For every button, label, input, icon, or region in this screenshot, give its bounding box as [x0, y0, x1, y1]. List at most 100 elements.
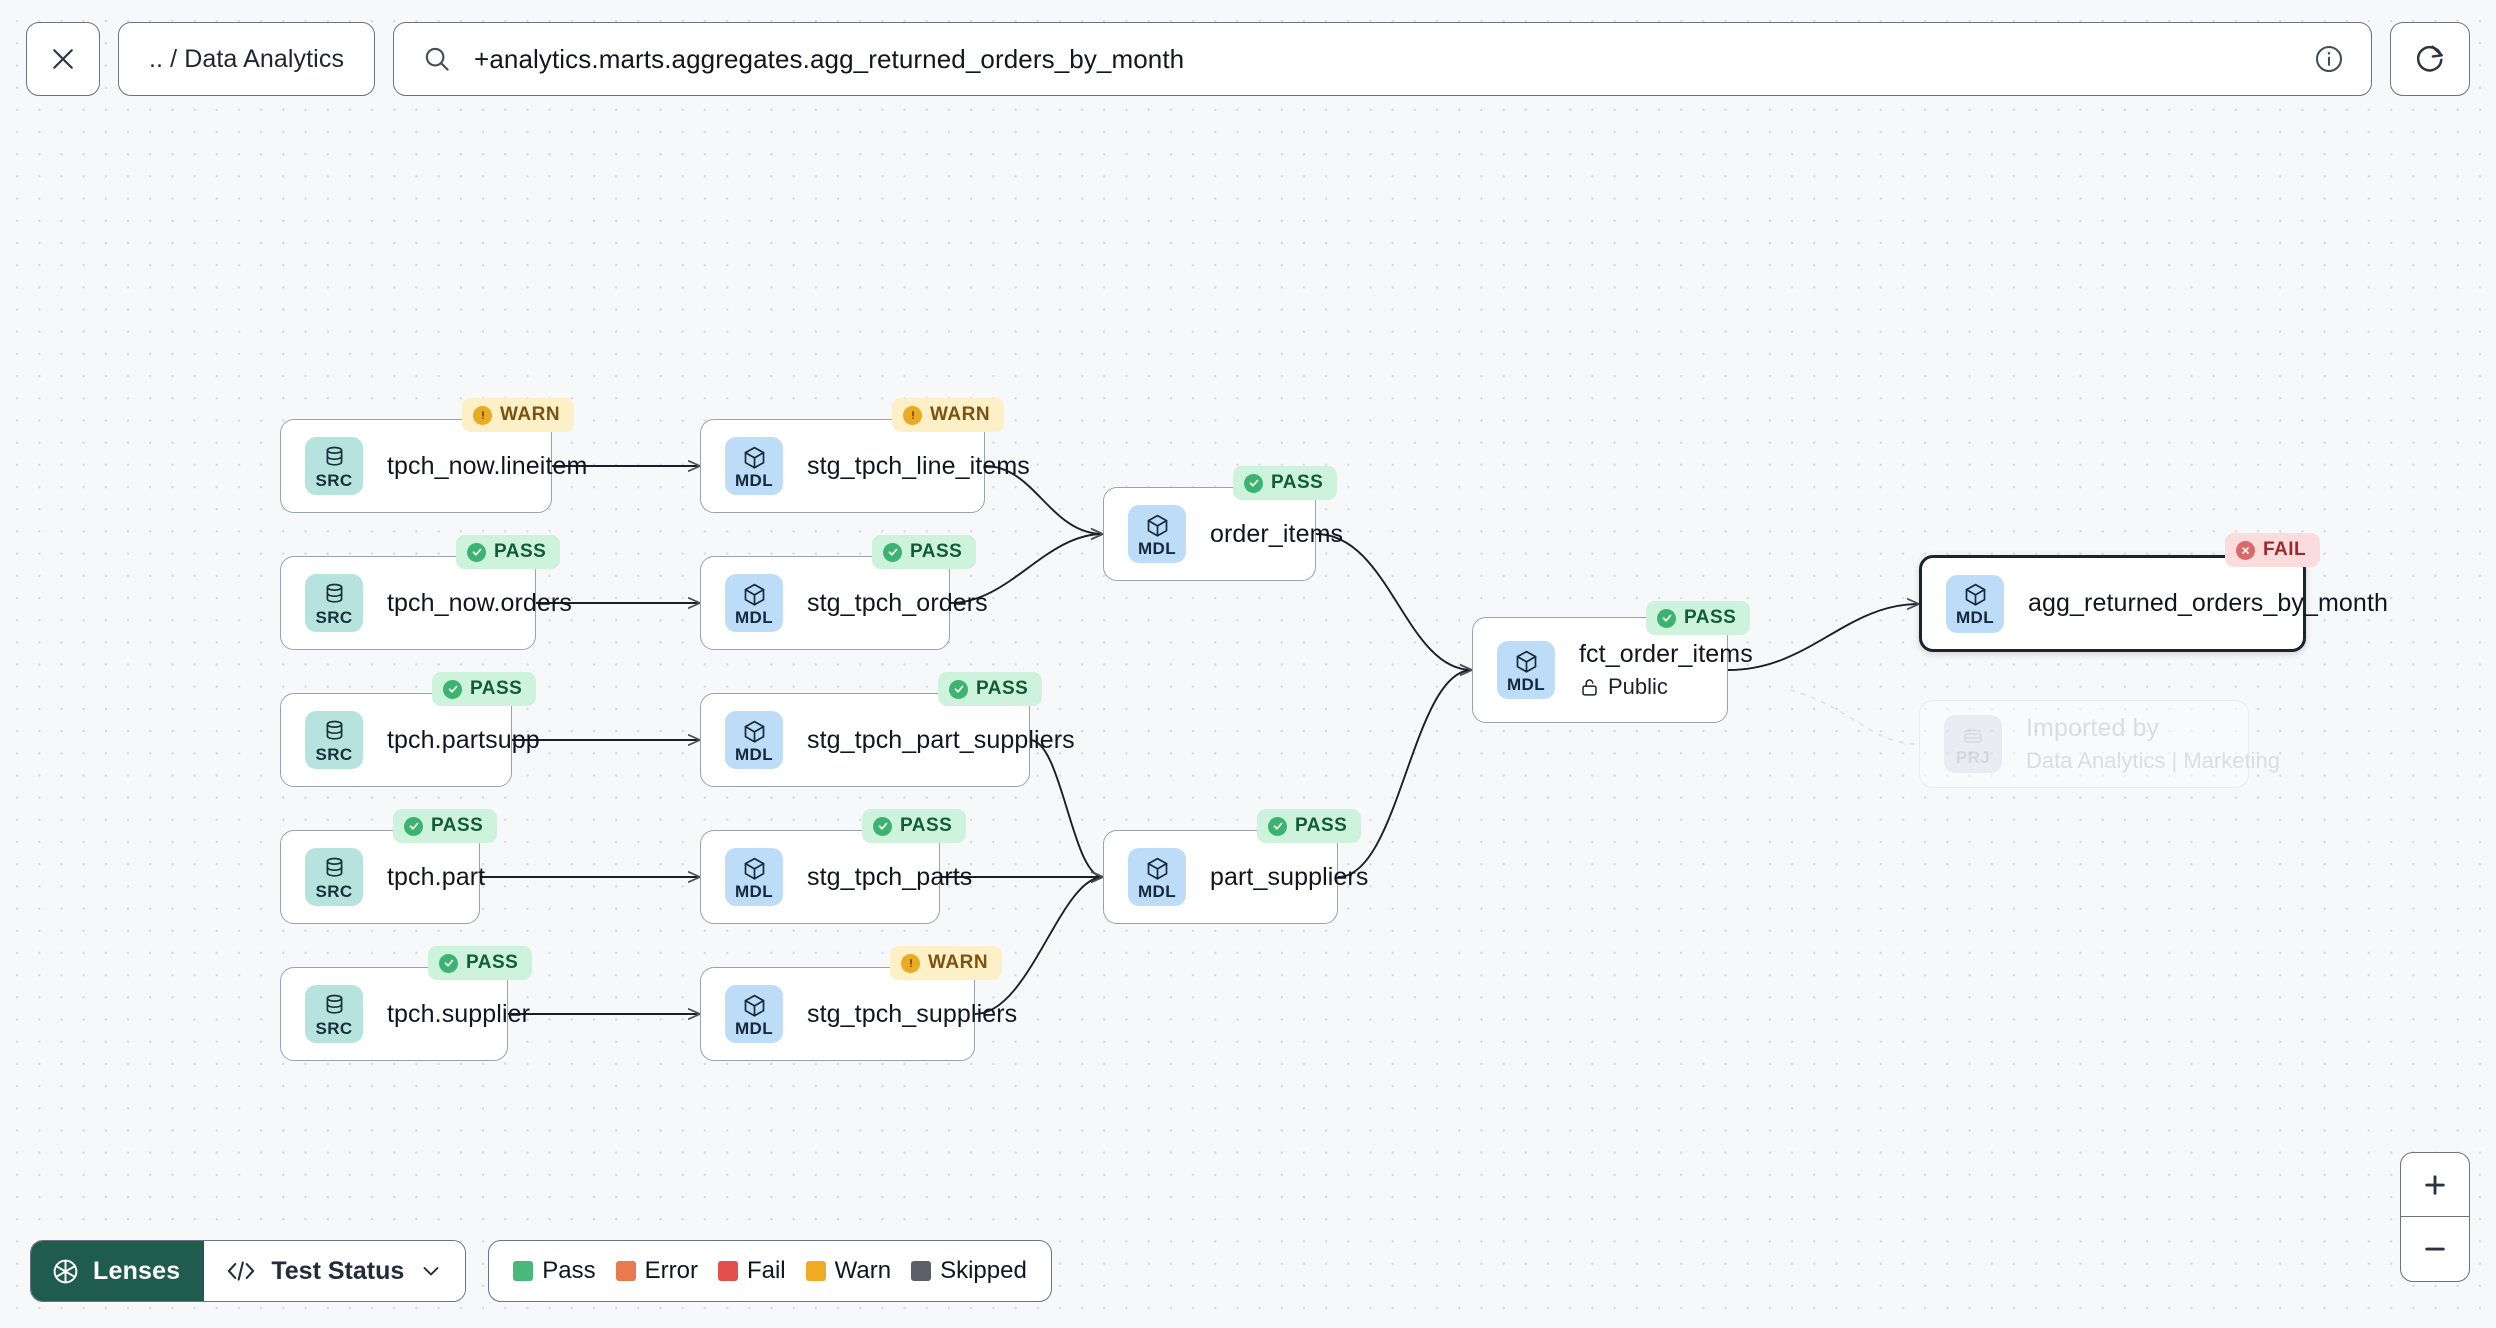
status-badge-label: PASS	[1684, 607, 1737, 628]
node-type-badge-mdl: MDL	[725, 574, 783, 632]
unlock-icon	[1582, 678, 1597, 696]
test-status-label: Test Status	[271, 1256, 405, 1285]
status-badge-label: WARN	[928, 952, 989, 973]
legend-label: Error	[644, 1257, 698, 1284]
legend-item-error[interactable]: Error	[615, 1257, 698, 1285]
status-badge-stg_tpch_parts: PASS	[862, 809, 967, 843]
legend-item-pass[interactable]: Pass	[513, 1257, 596, 1285]
test-status-button[interactable]: Test Status	[204, 1241, 466, 1301]
status-badge-label: PASS	[466, 952, 519, 973]
status-badge-label: PASS	[976, 678, 1029, 699]
top-toolbar: .. / Data Analytics +analytics.marts.agg…	[0, 0, 2496, 118]
node-text: order_items	[1210, 520, 1343, 549]
status-badge-tpch_partsupp: PASS	[432, 672, 537, 706]
status-badge-tpch_now_orders: PASS	[456, 535, 561, 569]
node-text: part_suppliers	[1210, 862, 1369, 892]
pass-check-icon	[443, 679, 462, 699]
status-badge-part_suppliers: PASS	[1257, 809, 1362, 843]
legend-swatch-fail	[717, 1261, 738, 1281]
pass-check-icon	[883, 542, 902, 562]
status-badge-agg_returned_orders_by_month: FAIL	[2225, 533, 2321, 567]
status-badge-label: PASS	[1271, 472, 1324, 493]
info-button[interactable]	[2313, 43, 2345, 75]
node-title: Imported by	[2026, 714, 2160, 742]
node-title: part_suppliers	[1210, 862, 1369, 891]
node-type-badge-src: SRC	[305, 437, 363, 495]
graph-node-tpch_now_orders[interactable]: SRC tpch_now.orders	[280, 556, 572, 650]
node-text: stg_tpch_line_items	[807, 452, 1030, 481]
status-badge-tpch_now_lineitem: WARN	[462, 398, 575, 432]
node-title: stg_tpch_suppliers	[807, 999, 1018, 1028]
node-text: agg_returned_orders_by_month	[2028, 589, 2388, 618]
cube-icon	[1147, 857, 1167, 880]
pass-check-icon	[949, 679, 968, 699]
legend-item-fail[interactable]: Fail	[717, 1257, 786, 1285]
node-text: stg_tpch_part_suppliers	[807, 726, 1075, 755]
node-text: stg_tpch_suppliers	[807, 999, 1018, 1029]
node-type-badge-mdl: MDL	[1128, 505, 1186, 563]
aperture-icon	[53, 1259, 78, 1283]
cube-icon	[744, 583, 764, 606]
search-icon	[425, 47, 449, 71]
refresh-button[interactable]	[2390, 22, 2470, 96]
status-badge-order_items: PASS	[1233, 466, 1338, 500]
legend-swatch-error	[615, 1261, 636, 1281]
status-badge-label: WARN	[500, 404, 561, 425]
pass-check-icon	[1657, 608, 1676, 628]
cube-icon	[1147, 514, 1167, 537]
node-text: stg_tpch_parts	[807, 863, 972, 892]
cube-icon	[744, 446, 764, 469]
breadcrumb[interactable]: .. / Data Analytics	[118, 22, 376, 96]
warn-exclamation-icon	[473, 405, 492, 425]
status-badge-label: PASS	[470, 678, 523, 699]
node-title: tpch_now.orders	[387, 588, 572, 617]
node-title: tpch.part	[387, 862, 486, 891]
database-icon	[326, 446, 342, 466]
zoom-out-button[interactable]	[2401, 1217, 2469, 1281]
status-badge-stg_tpch_part_suppliers: PASS	[938, 672, 1043, 706]
pass-check-icon	[404, 816, 423, 836]
fail-x-icon	[2236, 540, 2255, 560]
cube-icon	[744, 720, 764, 743]
graph-node-stg_tpch_suppliers[interactable]: MDL stg_tpch_suppliers	[700, 967, 1018, 1061]
status-badge-label: PASS	[910, 541, 963, 562]
zoom-controls	[2400, 1152, 2470, 1282]
legend-label: Pass	[542, 1257, 596, 1284]
plus-icon	[2425, 1174, 2445, 1195]
legend-item-skipped[interactable]: Skipped	[911, 1257, 1027, 1285]
lenses-button[interactable]: Lenses	[31, 1241, 205, 1301]
pass-check-icon	[1244, 473, 1263, 493]
lenses-label: Lenses	[93, 1256, 181, 1285]
graph-node-agg_returned_orders_by_month[interactable]: MDL agg_returned_orders_by_month	[1919, 555, 2388, 652]
minus-icon	[2425, 1247, 2445, 1251]
node-type-badge-mdl: MDL	[725, 985, 783, 1043]
zoom-in-button[interactable]	[2401, 1153, 2469, 1217]
graph-node-stg_tpch_orders[interactable]: MDL stg_tpch_orders	[700, 556, 988, 650]
node-type-badge-src: SRC	[305, 574, 363, 632]
search-bar[interactable]: +analytics.marts.aggregates.agg_returned…	[393, 22, 2372, 96]
node-title: agg_returned_orders_by_month	[2028, 589, 2388, 617]
graph-node-order_items[interactable]: MDL order_items	[1103, 487, 1343, 581]
chevron-down-icon	[423, 1267, 439, 1276]
search-input[interactable]: +analytics.marts.aggregates.agg_returned…	[474, 43, 1185, 74]
node-type-badge-mdl: MDL	[1946, 574, 2004, 633]
node-title: fct_order_items	[1579, 640, 1753, 668]
close-button[interactable]	[26, 22, 100, 96]
legend-item-warn[interactable]: Warn	[805, 1257, 891, 1285]
database-icon	[326, 583, 342, 603]
warn-exclamation-icon	[901, 953, 920, 973]
node-text: stg_tpch_orders	[807, 589, 988, 618]
status-badge-label: FAIL	[2263, 539, 2307, 560]
